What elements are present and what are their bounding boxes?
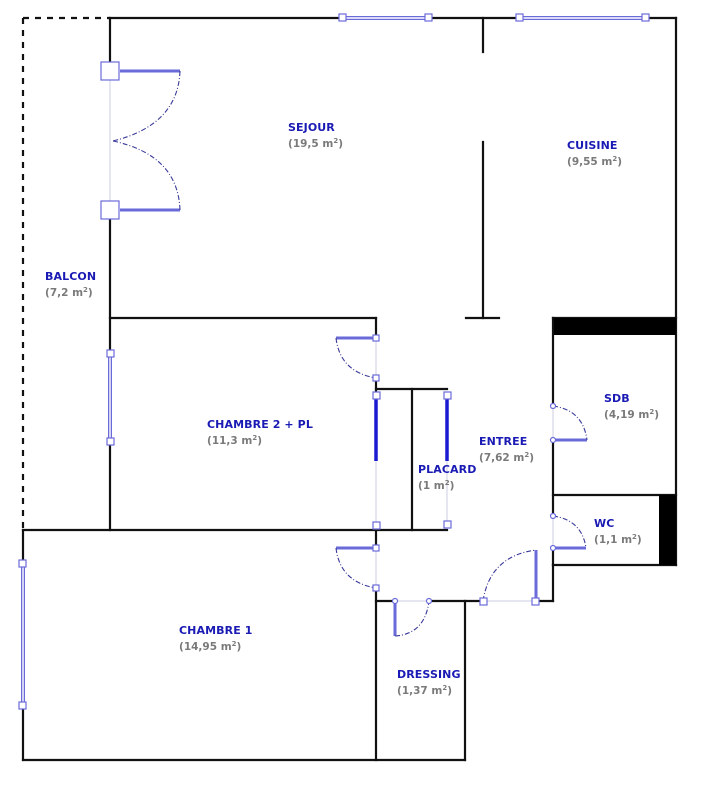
room-area-sdb: (4,19 m2) [604,408,660,421]
door-wc[interactable] [549,512,587,552]
room-label-cuisine: CUISINE [567,139,618,152]
walls [21,16,678,762]
room-label-sejour: SEJOUR [288,121,335,134]
window-chambre2 [106,349,115,446]
window-cuisine-top [515,13,650,22]
room-area-chambre2: (11,3 m2) [207,434,263,447]
room-label-dressing: DRESSING [397,668,461,681]
duct-block-wc [659,495,676,565]
window-chambre1 [18,559,27,710]
room-area-sejour: (19,5 m2) [288,137,344,150]
door-dressing[interactable] [391,597,433,637]
room-label-chambre1: CHAMBRE 1 [179,624,253,637]
room-area-entree: (7,62 m2) [479,451,535,464]
balcony-outline [21,16,110,530]
placard-sliding-doors[interactable] [372,391,452,530]
room-label-balcon: BALCON [45,270,97,283]
room-area-chambre1: (14,95 m2) [179,640,242,653]
door-chambre1[interactable] [335,544,380,592]
room-area-wc: (1,1 m2) [594,533,642,546]
room-area-cuisine: (9,55 m2) [567,155,623,168]
door-chambre2[interactable] [335,334,380,382]
duct-block-sdb [554,318,676,335]
door-sdb[interactable] [549,402,588,444]
room-area-balcon: (7,2 m2) [45,286,93,299]
room-area-dressing: (1,37 m2) [397,684,453,697]
room-label-wc: WC [594,517,615,530]
room-label-placard: PLACARD [418,463,477,476]
room-label-chambre2: CHAMBRE 2 + PL [207,418,313,431]
window-sejour-top [338,13,433,22]
room-label-sdb: SDB [604,392,630,405]
room-label-entree: ENTREE [479,435,528,448]
french-door-balcon[interactable] [100,61,181,220]
room-area-placard: (1 m2) [418,479,455,492]
entrance-door[interactable] [479,549,540,606]
